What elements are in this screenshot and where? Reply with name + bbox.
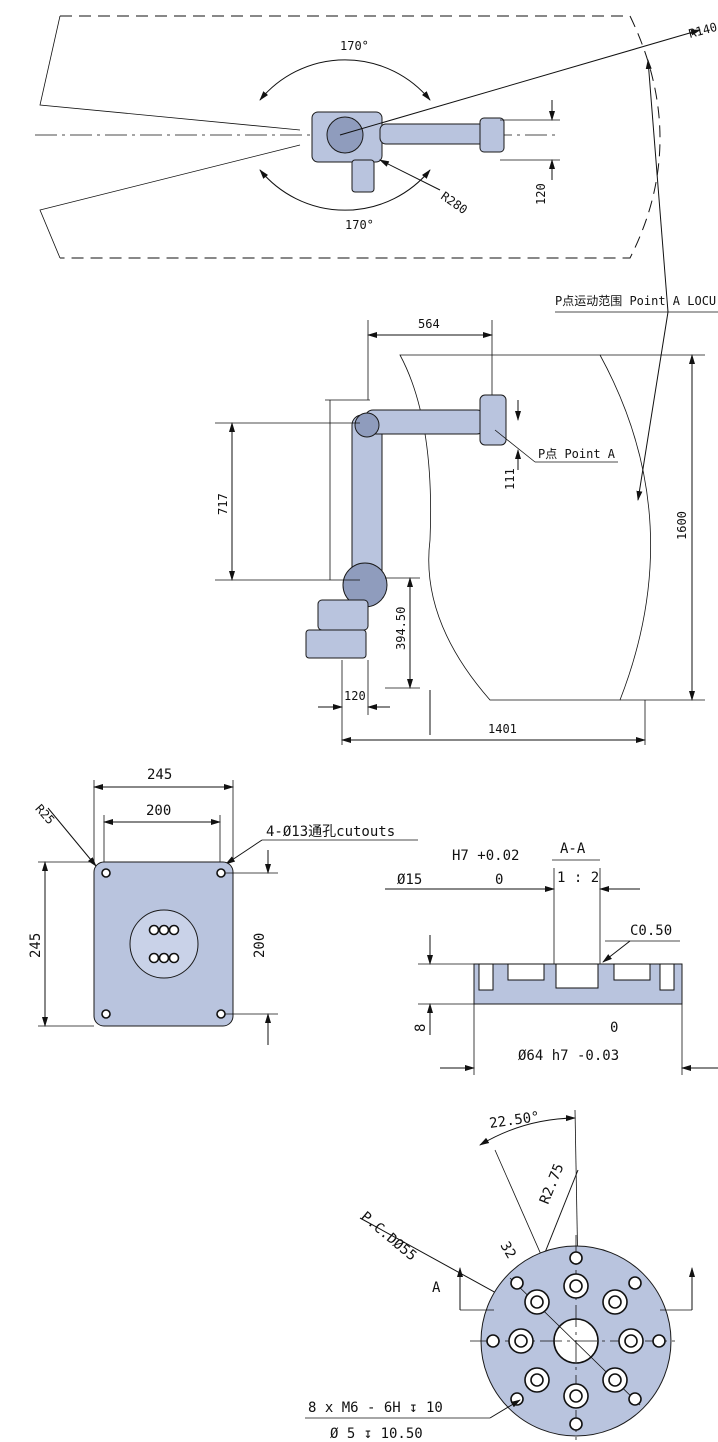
side-locus-boundary bbox=[399, 354, 651, 701]
base-plate-holes bbox=[148, 924, 180, 964]
top-offset: 120 bbox=[534, 183, 548, 205]
section-thickness: 8 bbox=[413, 1024, 429, 1032]
section-phi15: Ø15 bbox=[397, 872, 422, 888]
side-dim-717: 717 bbox=[216, 493, 230, 515]
side-dim-1600: 1600 bbox=[675, 511, 689, 540]
side-view: 564 717 111 P点 Point A 1600 394.50 bbox=[215, 317, 705, 745]
flange-section-mark: A bbox=[432, 1280, 441, 1296]
flange-bolt-holes bbox=[508, 1273, 644, 1409]
side-point-label: P点 Point A bbox=[538, 447, 616, 461]
side-dim-1401: 1401 bbox=[488, 722, 517, 736]
side-dim-111: 111 bbox=[503, 468, 517, 490]
side-robot-upper-arm bbox=[351, 414, 383, 586]
side-dim-39450: 394.50 bbox=[394, 607, 408, 650]
section-tol-h7-low: 0 bbox=[495, 872, 503, 888]
flange-thread: 8 x M6 - 6H ↧ 10 bbox=[308, 1400, 443, 1416]
base-width-outer: 245 bbox=[147, 767, 172, 783]
section-scale: 1 : 2 bbox=[557, 870, 599, 886]
top-view-envelope bbox=[60, 15, 661, 259]
top-radius-inner: R280 bbox=[438, 189, 470, 217]
flange-drill: Ø 5 ↧ 10.50 bbox=[330, 1426, 423, 1442]
top-robot-arm bbox=[379, 123, 491, 145]
section-tol-h7-b-high: 0 bbox=[610, 1020, 618, 1036]
side-dim-564: 564 bbox=[418, 317, 440, 331]
locus-label: P点运动范围 Point A LOCU bbox=[555, 294, 716, 308]
base-plate-hole bbox=[216, 1009, 226, 1019]
section-chamfer: C0.50 bbox=[630, 923, 672, 939]
base-plate-hole bbox=[101, 868, 111, 878]
base-height-outer: 245 bbox=[28, 933, 44, 958]
base-corner-radius: R25 bbox=[32, 802, 57, 827]
base-plate-view: 245 200 R25 4-Ø13通孔cutouts 245 200 bbox=[28, 767, 418, 1045]
base-height-inner: 200 bbox=[252, 933, 268, 958]
base-holes-label: 4-Ø13通孔cutouts bbox=[266, 824, 395, 840]
flange-dim-32: 32 bbox=[497, 1239, 519, 1262]
flange-view: 22.50° P.C.DØ55 R2.75 32 bbox=[305, 1109, 695, 1442]
base-plate-hole bbox=[216, 868, 226, 878]
base-width-inner: 200 bbox=[146, 803, 171, 819]
section-view: A-A 1 : 2 H7 +0.02 0 Ø15 C0.50 8 0 Ø64 h… bbox=[385, 841, 718, 1075]
base-plate-hole bbox=[101, 1009, 111, 1019]
side-robot-forearm bbox=[364, 409, 486, 435]
section-phi64: Ø64 h7 -0.03 bbox=[518, 1048, 619, 1064]
flange-angle: 22.50° bbox=[488, 1109, 540, 1132]
top-angle-upper: 170° bbox=[340, 39, 369, 53]
top-angle-lower: 170° bbox=[345, 218, 374, 232]
base-plate-boss bbox=[129, 909, 199, 979]
section-name: A-A bbox=[560, 841, 586, 857]
top-view: 170° 170° R140 R280 120 bbox=[35, 15, 718, 259]
side-dim-120: 120 bbox=[344, 689, 366, 703]
flange-radius: R2.75 bbox=[537, 1161, 568, 1206]
section-tol-h7: H7 +0.02 bbox=[452, 848, 519, 864]
flange-pcd: P.C.DØ55 bbox=[357, 1209, 419, 1265]
side-robot-base bbox=[317, 599, 369, 631]
top-radius-reach: R140 bbox=[687, 20, 718, 41]
